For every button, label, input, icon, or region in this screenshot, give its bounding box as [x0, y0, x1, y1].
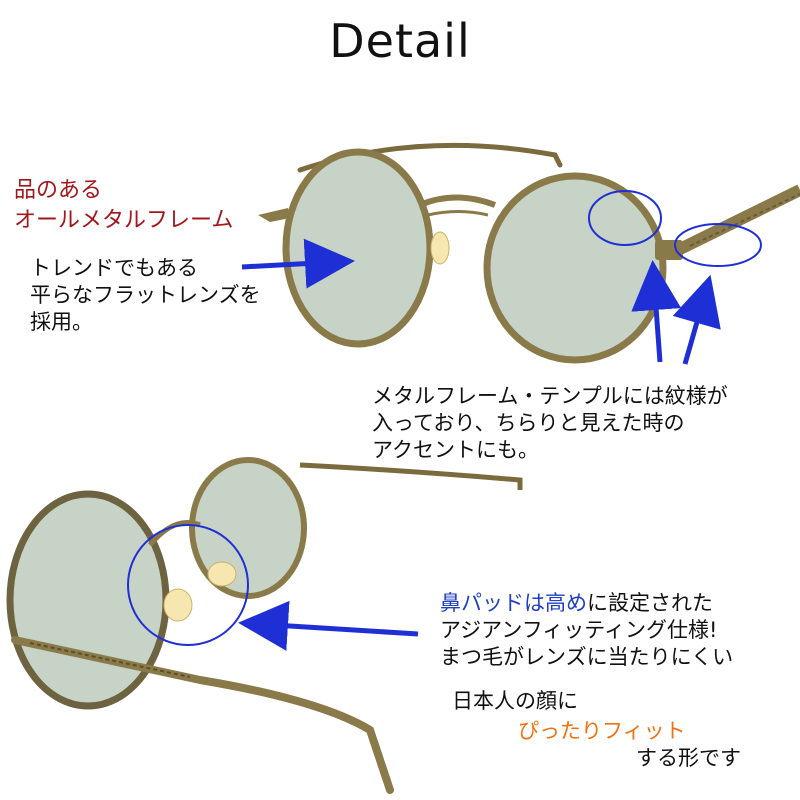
front-lens	[6, 490, 170, 710]
note-line: まつ毛がレンズに当たりにくい	[440, 645, 734, 669]
highlight-circle	[127, 524, 249, 646]
headline-line: 品のある	[14, 178, 103, 203]
headline: 品のある オールメタルフレーム	[14, 176, 233, 236]
note-line: 採用。	[30, 310, 93, 334]
right-lens	[483, 172, 667, 364]
highlight-circle	[674, 223, 762, 267]
nose-pad	[163, 588, 193, 622]
nose-pad	[430, 231, 450, 265]
note-line: メタルフレーム・テンプルには紋様が	[372, 384, 728, 408]
note-line: トレンドでもある	[30, 256, 198, 280]
flat-lens-note: トレンドでもある 平らなフラットレンズを 採用。	[30, 255, 261, 336]
page-title: Detail	[329, 14, 471, 68]
headline-line: オールメタルフレーム	[14, 208, 234, 233]
note-line: 平らなフラットレンズを	[30, 283, 261, 307]
nose-pad-note: 鼻パッドは高めに設定された アジアンフィッティング仕様! まつ毛がレンズに当たり…	[440, 590, 733, 671]
fit-note-line3: する形です	[636, 746, 741, 770]
arrow-to-lens	[241, 238, 355, 289]
note-text: に設定された	[587, 591, 713, 615]
emphasis-text: 鼻パッドは高め	[440, 591, 587, 615]
arrow-to-nose-pad	[238, 600, 419, 651]
arrow-to-temple	[672, 274, 721, 365]
note-line: アクセントにも。	[372, 438, 539, 462]
highlight-circle	[588, 190, 662, 246]
note-line: 鼻パッドは高めに設定された	[440, 590, 733, 617]
fit-note-emphasis: ぴったりフィット	[518, 719, 686, 743]
nose-pad	[207, 561, 237, 587]
fit-note-line1: 日本人の顔に	[452, 689, 578, 713]
top-glasses-image	[258, 142, 800, 364]
note-line: 入っており、ちらりと見えた時の	[372, 411, 685, 435]
note-line: アジアンフィッティング仕様!	[440, 618, 718, 642]
left-lens	[282, 148, 434, 348]
temple-pattern-note: メタルフレーム・テンプルには紋様が 入っており、ちらりと見えた時の アクセントに…	[372, 383, 728, 464]
arrow-to-frame	[631, 260, 682, 363]
